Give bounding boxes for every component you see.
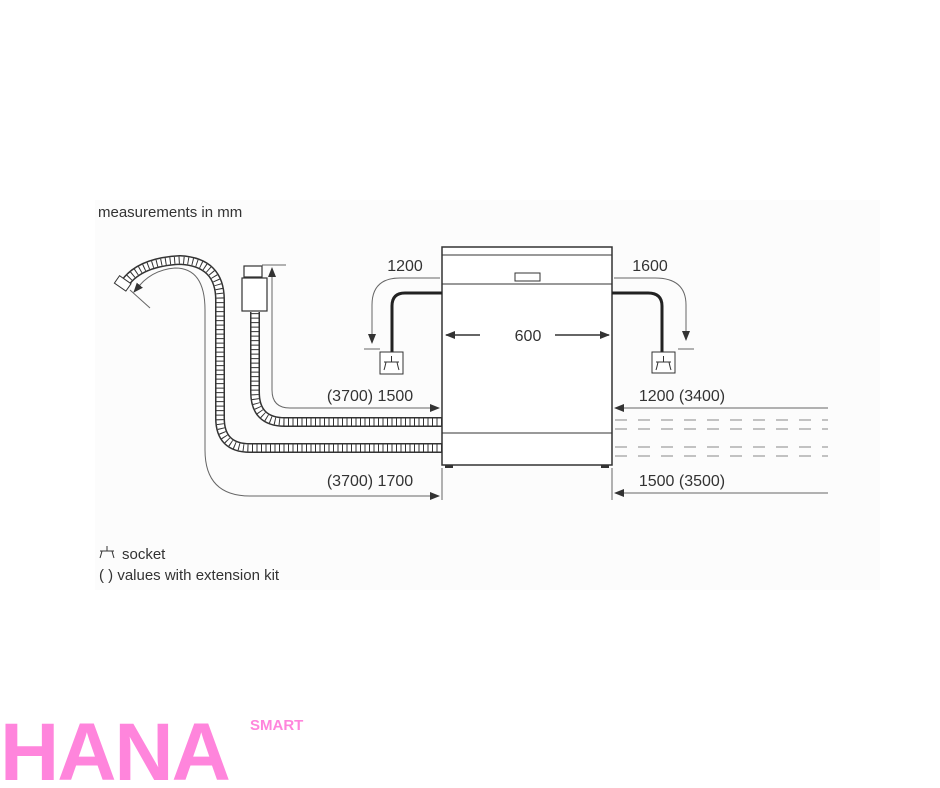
legend-socket: socket: [122, 546, 166, 563]
power-cable-right: [612, 291, 664, 352]
drain-hose: [113, 254, 442, 453]
inlet-hose: [241, 265, 442, 427]
inlet-hose-length-left: (3700) 1500: [327, 388, 413, 405]
legend-extension: ( ) values with extension kit: [99, 567, 280, 584]
logo-text: HANA: [0, 708, 230, 788]
right-cable-length: 1600: [632, 258, 668, 275]
socket-icon: [379, 351, 404, 375]
drain-hose-length-right: 1500 (3500): [639, 473, 725, 490]
diagram-canvas: measurements in mm 600 1200 1600 (3700) …: [98, 204, 828, 584]
power-cable-left: [390, 291, 442, 352]
hana-smart-logo: HANA SMART: [0, 708, 303, 788]
aquastop-valve: [241, 277, 268, 312]
socket-icon: [651, 351, 676, 374]
foot-right: [601, 465, 609, 468]
socket-symbol-icon: [99, 546, 115, 559]
display-panel: [514, 272, 541, 282]
foot-left: [445, 465, 453, 468]
inlet-hose-length-right: 1200 (3400): [639, 388, 725, 405]
legend: socket ( ) values with extension kit: [99, 546, 280, 584]
drain-hose-length-left: (3700) 1700: [327, 473, 413, 490]
measurements-title: measurements in mm: [98, 204, 242, 221]
width-dimension: 600: [515, 328, 542, 345]
left-cable-length: 1200: [387, 258, 423, 275]
logo-subtext: SMART: [250, 717, 303, 734]
dishwasher-front: [441, 246, 613, 468]
